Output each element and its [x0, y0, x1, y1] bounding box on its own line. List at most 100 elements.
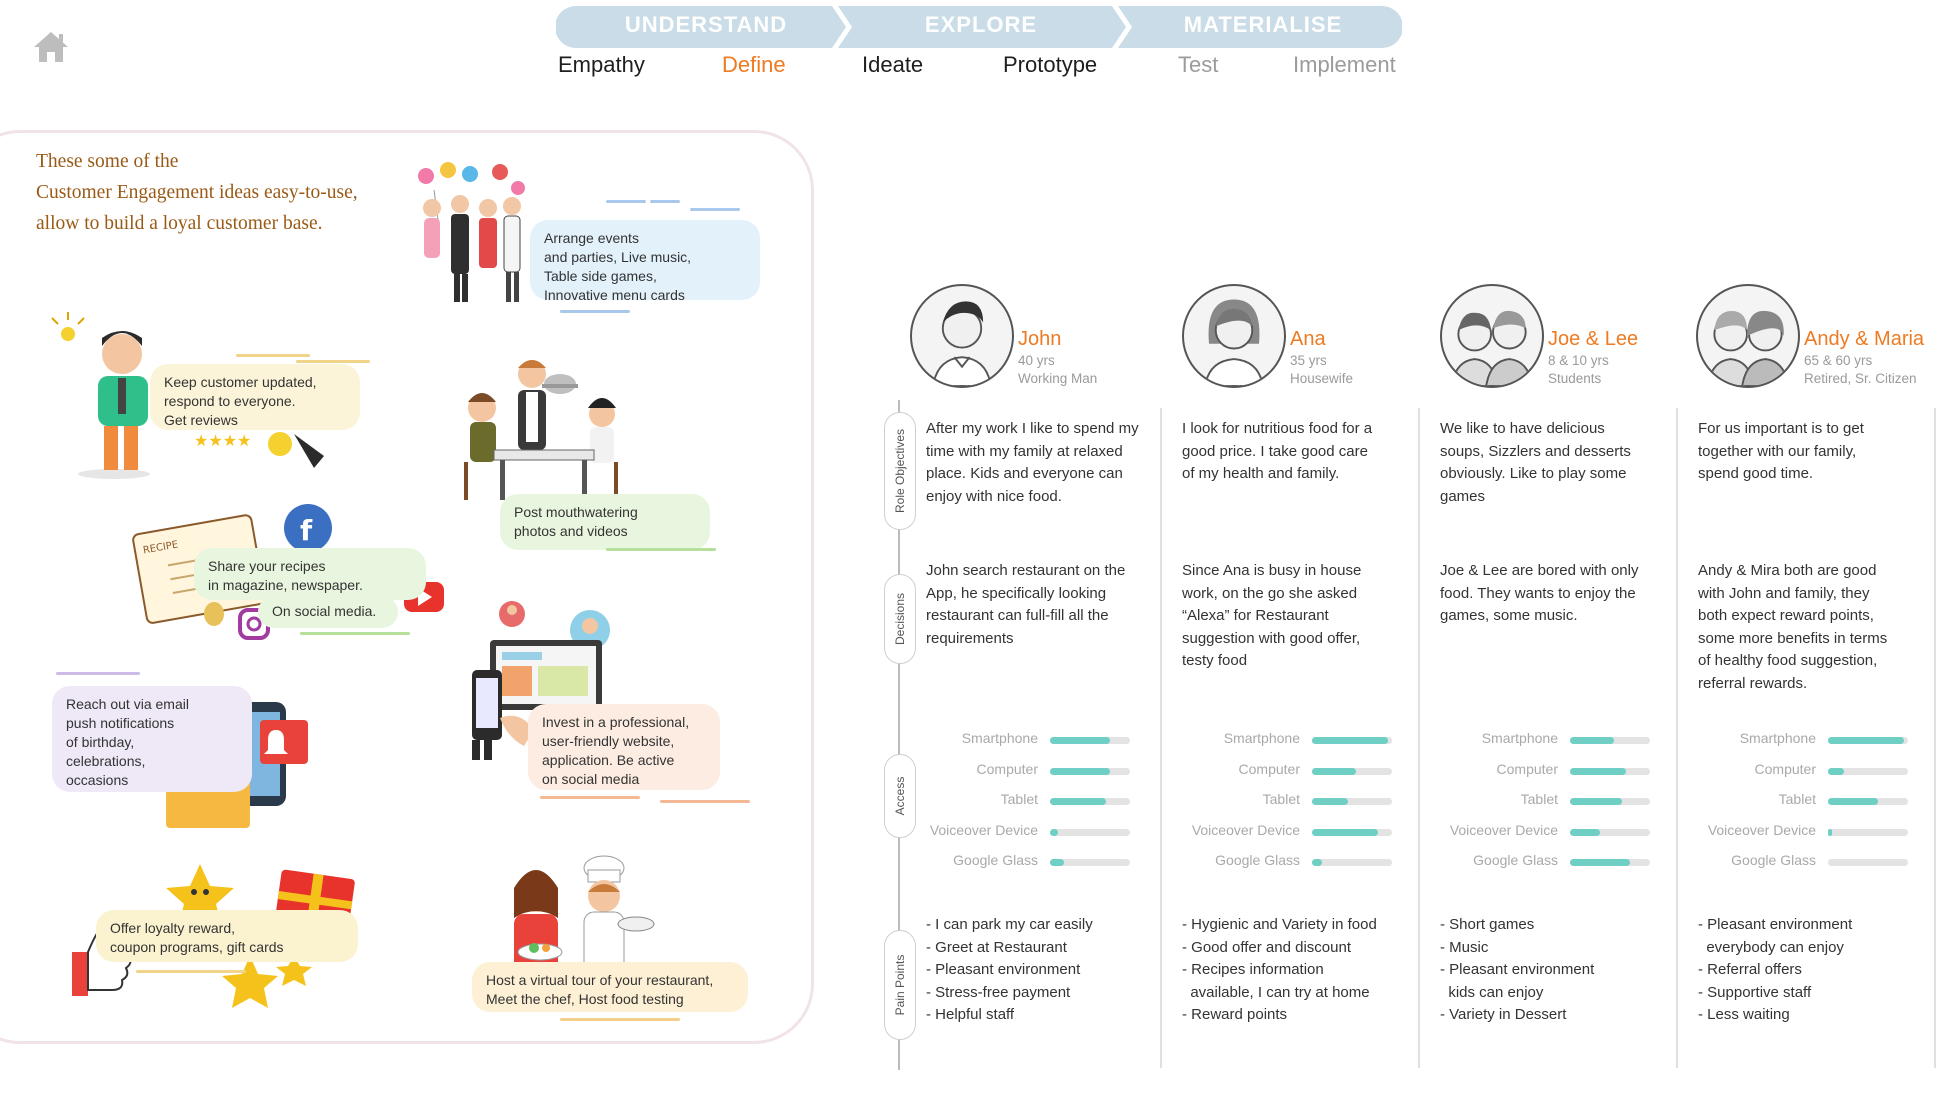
text-line: together with our family,: [1698, 442, 1857, 460]
access-label: Smartphone: [1481, 730, 1558, 746]
phase-implement[interactable]: Implement: [1293, 52, 1396, 77]
text-line: - Hygienic and Variety in food: [1182, 916, 1377, 933]
persona-andy-maria: Andy & Maria 65 & 60 yrs Retired, Sr. Ci…: [1696, 284, 1944, 394]
persona-john: John 40 yrs Working Man: [910, 284, 1110, 394]
idea-line: Get reviews: [164, 412, 238, 428]
phase-test[interactable]: Test: [1178, 52, 1219, 77]
phase-ideate[interactable]: Ideate: [862, 52, 924, 77]
access-bar-track: [1050, 859, 1130, 866]
idea-line: Invest in a professional,: [542, 714, 690, 730]
row-label-decisions: Decisions: [884, 574, 916, 664]
access-label: Smartphone: [1223, 730, 1300, 746]
access-bar-fill: [1312, 798, 1348, 805]
access-row: Computer: [1658, 761, 1908, 781]
text-line: - I can park my car easily: [926, 916, 1093, 933]
idea-share-recipes: Share your recipes in magazine, newspape…: [194, 548, 426, 600]
text-line: John search restaurant on the: [926, 562, 1126, 579]
access-bar-track: [1312, 768, 1392, 775]
text-line: - Variety in Dessert: [1440, 1006, 1567, 1023]
access-row: Smartphone: [880, 730, 1130, 750]
access-label: Google Glass: [1473, 852, 1558, 868]
decor-dash: [136, 970, 246, 973]
joe-lee-pain-points: - Short games - Music - Pleasant environ…: [1440, 914, 1678, 1027]
text-line: some more benefits in terms: [1698, 629, 1888, 647]
phase-prototype[interactable]: Prototype: [1003, 52, 1098, 77]
idea-post-photos: Post mouthwatering photos and videos: [500, 494, 710, 550]
access-bar-track: [1828, 768, 1908, 775]
stage-bar: UNDERSTAND EXPLORE MATERIALISE: [556, 6, 1402, 48]
access-label: Voiceover Device: [1191, 822, 1300, 838]
access-label: Tablet: [1520, 791, 1558, 807]
text-line: - Good offer and discount: [1182, 938, 1351, 956]
home-icon[interactable]: [32, 30, 70, 64]
text-line: For us important is to get: [1698, 420, 1864, 437]
text-line: of my health and family.: [1182, 465, 1340, 482]
text-line: testy food: [1182, 652, 1248, 669]
idea-line: Host a virtual tour of your restaurant,: [486, 972, 714, 988]
decor-dash: [236, 354, 310, 357]
idea-line: push notifications: [66, 715, 175, 731]
text-line: referral rewards.: [1698, 674, 1808, 692]
access-label: Google Glass: [953, 852, 1038, 868]
access-bar-fill: [1050, 798, 1106, 805]
text-line: - Reward points: [1182, 1006, 1288, 1023]
joe-lee-decisions: Joe & Lee are bored with only food. They…: [1440, 560, 1678, 628]
text-line: After my work I like to spend my: [926, 420, 1139, 437]
persona-name: Ana: [1290, 328, 1326, 350]
text-line: with John and family, they: [1698, 584, 1870, 602]
row-label-text: Role Objectives: [893, 428, 907, 514]
idea-website-app: Invest in a professional, user-friendly …: [528, 704, 720, 790]
access-row: Tablet: [880, 791, 1130, 811]
access-bar-fill: [1828, 768, 1844, 775]
text-line: of healthy food suggestion,: [1698, 652, 1878, 669]
access-bar-track: [1312, 798, 1392, 805]
row-label-text: Pain Points: [893, 954, 907, 1016]
access-row: Smartphone: [1142, 730, 1392, 750]
row-label-role-objectives: Role Objectives: [884, 412, 916, 530]
access-bar-track: [1050, 829, 1130, 836]
access-bar-fill: [1570, 768, 1626, 775]
idea-line: in magazine, newspaper.: [208, 577, 363, 593]
access-row: Tablet: [1658, 791, 1908, 811]
access-label: Computer: [1496, 761, 1558, 777]
decor-dash: [660, 800, 750, 803]
access-label: Computer: [976, 761, 1038, 777]
row-label-text: Decisions: [893, 592, 907, 646]
intro-line: These some of the: [36, 151, 179, 172]
text-line: - Helpful staff: [926, 1006, 1015, 1023]
stage-explore[interactable]: EXPLORE: [924, 12, 1038, 37]
text-line: We like to have delicious: [1440, 420, 1605, 437]
access-label: Google Glass: [1215, 852, 1300, 868]
stage-materialise[interactable]: MATERIALISE: [1183, 12, 1343, 37]
access-bar-track: [1050, 798, 1130, 805]
text-line: food. They wants to enjoy the: [1440, 584, 1636, 602]
access-label: Tablet: [1000, 791, 1038, 807]
andy-maria-role-objectives: For us important is to get together with…: [1698, 418, 1936, 486]
text-line: Andy & Mira both are good: [1698, 562, 1877, 579]
idea-line: of birthday,: [66, 734, 135, 750]
ideas-intro: These some of the Customer Engagement id…: [36, 146, 416, 239]
persona-name: Andy & Maria: [1804, 328, 1925, 350]
stage-understand[interactable]: UNDERSTAND: [624, 12, 788, 37]
phase-empathy[interactable]: Empathy: [558, 52, 645, 77]
text-line: Joe & Lee are bored with only: [1440, 562, 1639, 579]
idea-line: respond to everyone.: [164, 393, 296, 409]
andy-maria-decisions: Andy & Mira both are good with John and …: [1698, 560, 1936, 695]
text-line: - Referral offers: [1698, 961, 1802, 978]
text-line: - Less waiting: [1698, 1006, 1790, 1023]
access-label: Computer: [1754, 761, 1816, 777]
access-bar-track: [1570, 768, 1650, 775]
row-label-pain-points: Pain Points: [884, 930, 916, 1040]
john-avatar: [910, 284, 1014, 388]
access-bar-fill: [1828, 829, 1832, 836]
access-bar-track: [1828, 737, 1908, 744]
intro-line: allow to build a loyal customer base.: [36, 213, 323, 234]
access-row: Google Glass: [1142, 852, 1392, 872]
text-line: everybody can enjoy: [1698, 938, 1844, 956]
access-row: Tablet: [1142, 791, 1392, 811]
idea-line: Innovative menu cards: [544, 287, 685, 303]
phase-row: Empathy Define Ideate Prototype Test Imp…: [556, 52, 1416, 84]
decor-dash: [296, 360, 370, 363]
phase-define[interactable]: Define: [722, 52, 786, 77]
decor-dash: [606, 548, 716, 551]
